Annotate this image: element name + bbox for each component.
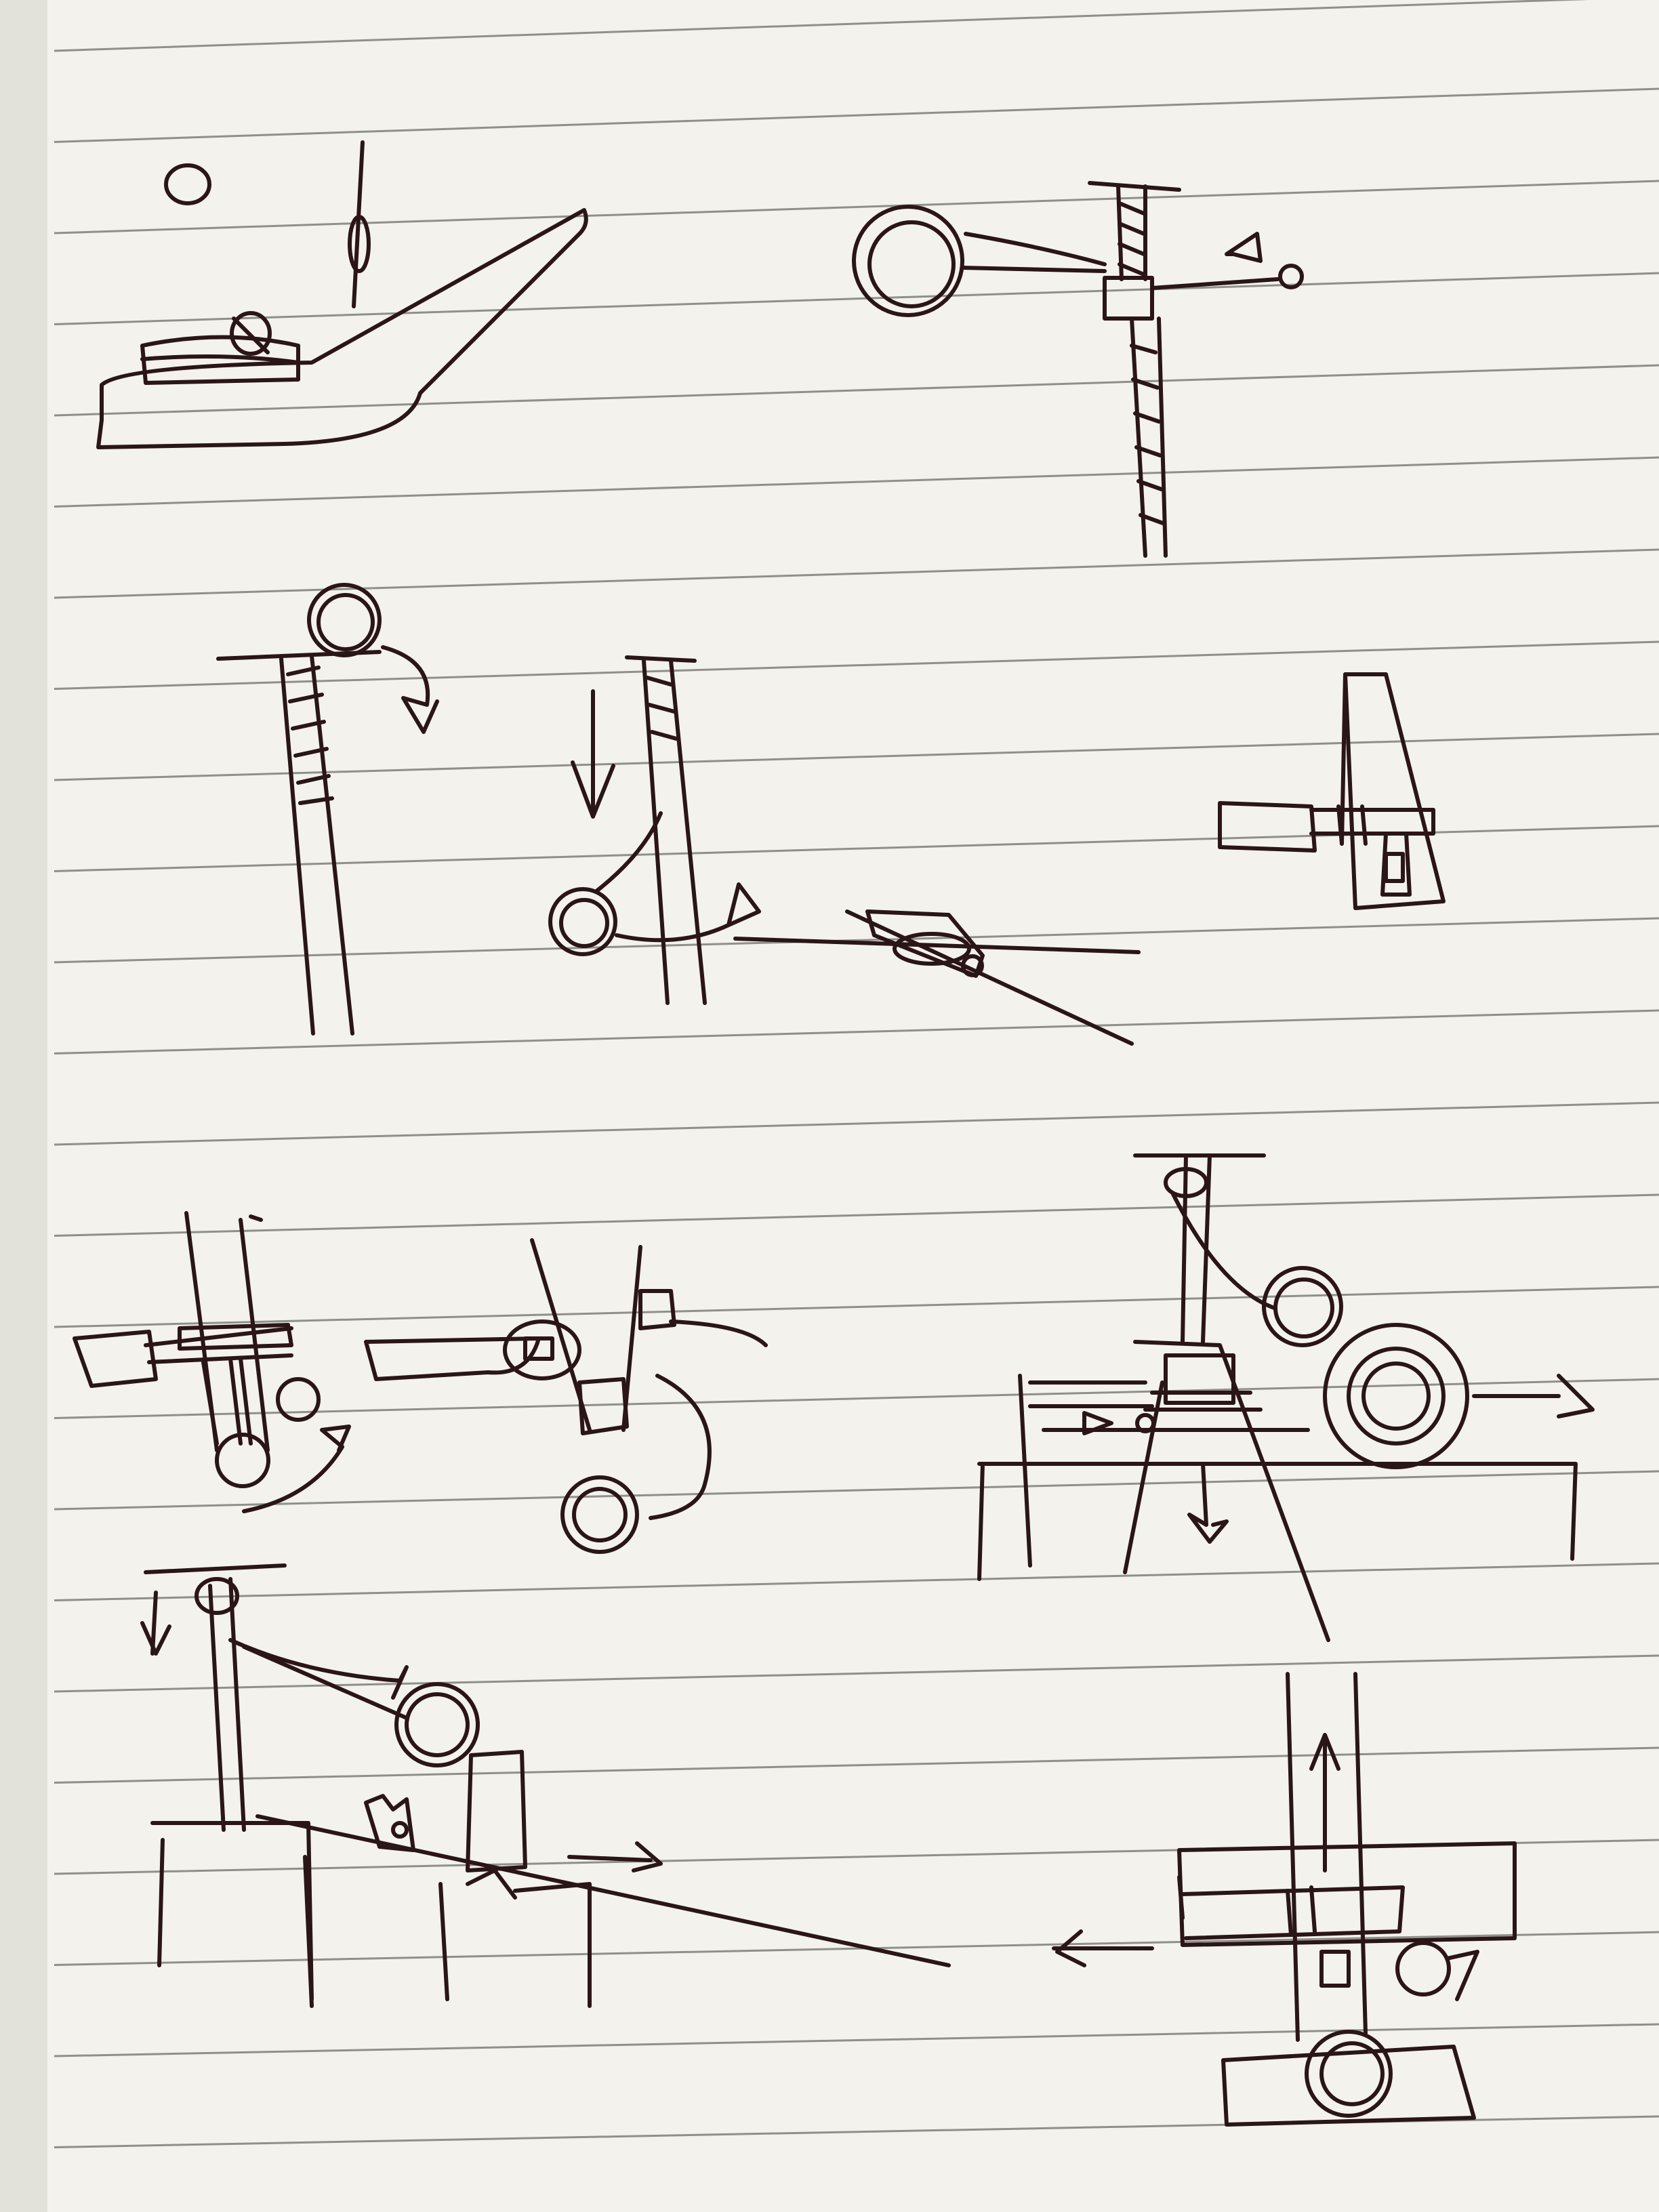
paper-edge-shadow: [0, 0, 47, 2212]
